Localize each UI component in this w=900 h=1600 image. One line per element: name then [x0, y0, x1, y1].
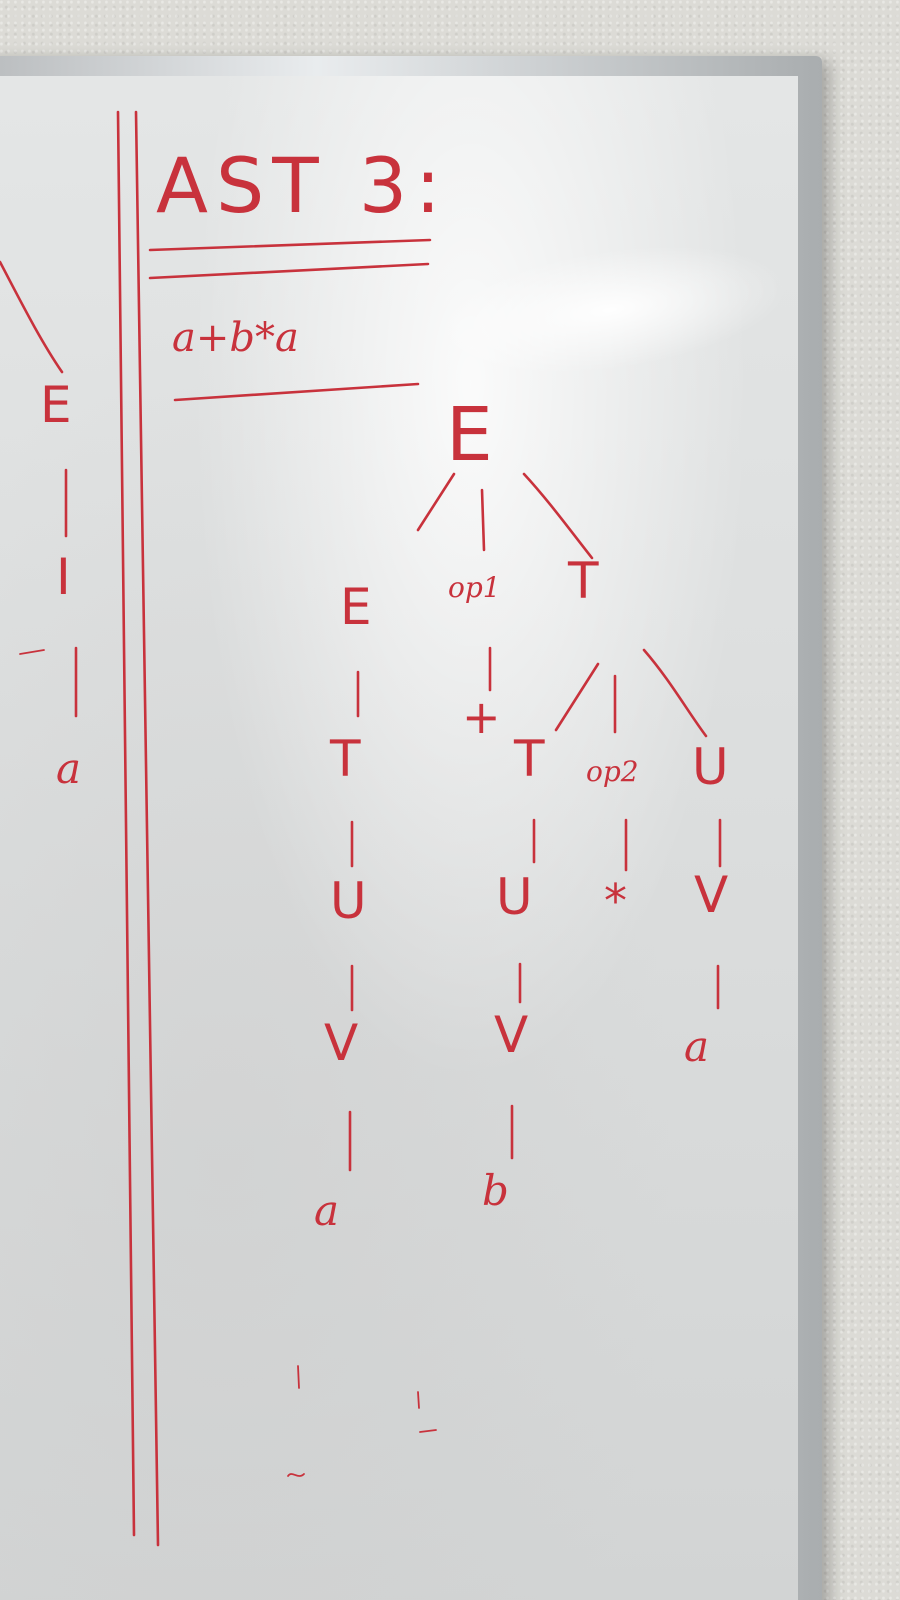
tree-inner-T-node: T: [514, 730, 545, 788]
tree-right-U-node: U: [692, 738, 729, 796]
expression-text: a+b*a: [172, 315, 299, 361]
left-tree-leaf-node: a: [56, 744, 82, 793]
edge-root-E: [416, 472, 456, 532]
title-underline-1: [148, 238, 432, 252]
title-underline-2: [148, 262, 430, 280]
expression-underline: [173, 382, 420, 402]
stray-mark-2: [297, 1365, 300, 1389]
tree-op1-symbol: +: [462, 690, 501, 744]
tree-op2-node: op2: [586, 755, 639, 788]
tree-left-leaf-node: a: [314, 1186, 340, 1235]
stray-mark-4: [419, 1429, 437, 1433]
tree-inner-U-node: U: [496, 868, 533, 926]
edge-T-T: [554, 662, 600, 732]
tree-inner-V-node: V: [494, 1006, 529, 1064]
left-tree-mid-node: I: [56, 548, 71, 606]
tree-left-T-node: T: [330, 730, 361, 788]
tree-right-V-node: V: [694, 866, 729, 924]
edge-T-U2: [642, 648, 708, 738]
divider-line-left: [116, 110, 136, 1537]
left-tree-incoming-edge: [0, 260, 64, 374]
board-title: AST 3:: [156, 141, 449, 230]
tree-root-node: E: [446, 392, 493, 478]
tree-right-leaf-node: a: [684, 1022, 710, 1071]
stray-mark-5: [287, 1473, 305, 1477]
tree-op2-symbol: *: [604, 874, 627, 928]
divider-line-right: [134, 110, 160, 1547]
edge-root-T: [522, 472, 594, 560]
tree-left-V-node: V: [324, 1014, 359, 1072]
tree-right-T-node: T: [568, 552, 599, 610]
tree-op1-node: op1: [448, 571, 501, 604]
left-tree-root-node: E: [40, 376, 72, 434]
tree-left-U-node: U: [330, 872, 367, 930]
stray-mark-1: [19, 649, 45, 655]
tree-inner-leaf-node: b: [482, 1166, 509, 1215]
tree-left-E-node: E: [340, 578, 372, 636]
stray-mark-3: [417, 1391, 420, 1409]
edge-root-op1: [480, 488, 486, 552]
